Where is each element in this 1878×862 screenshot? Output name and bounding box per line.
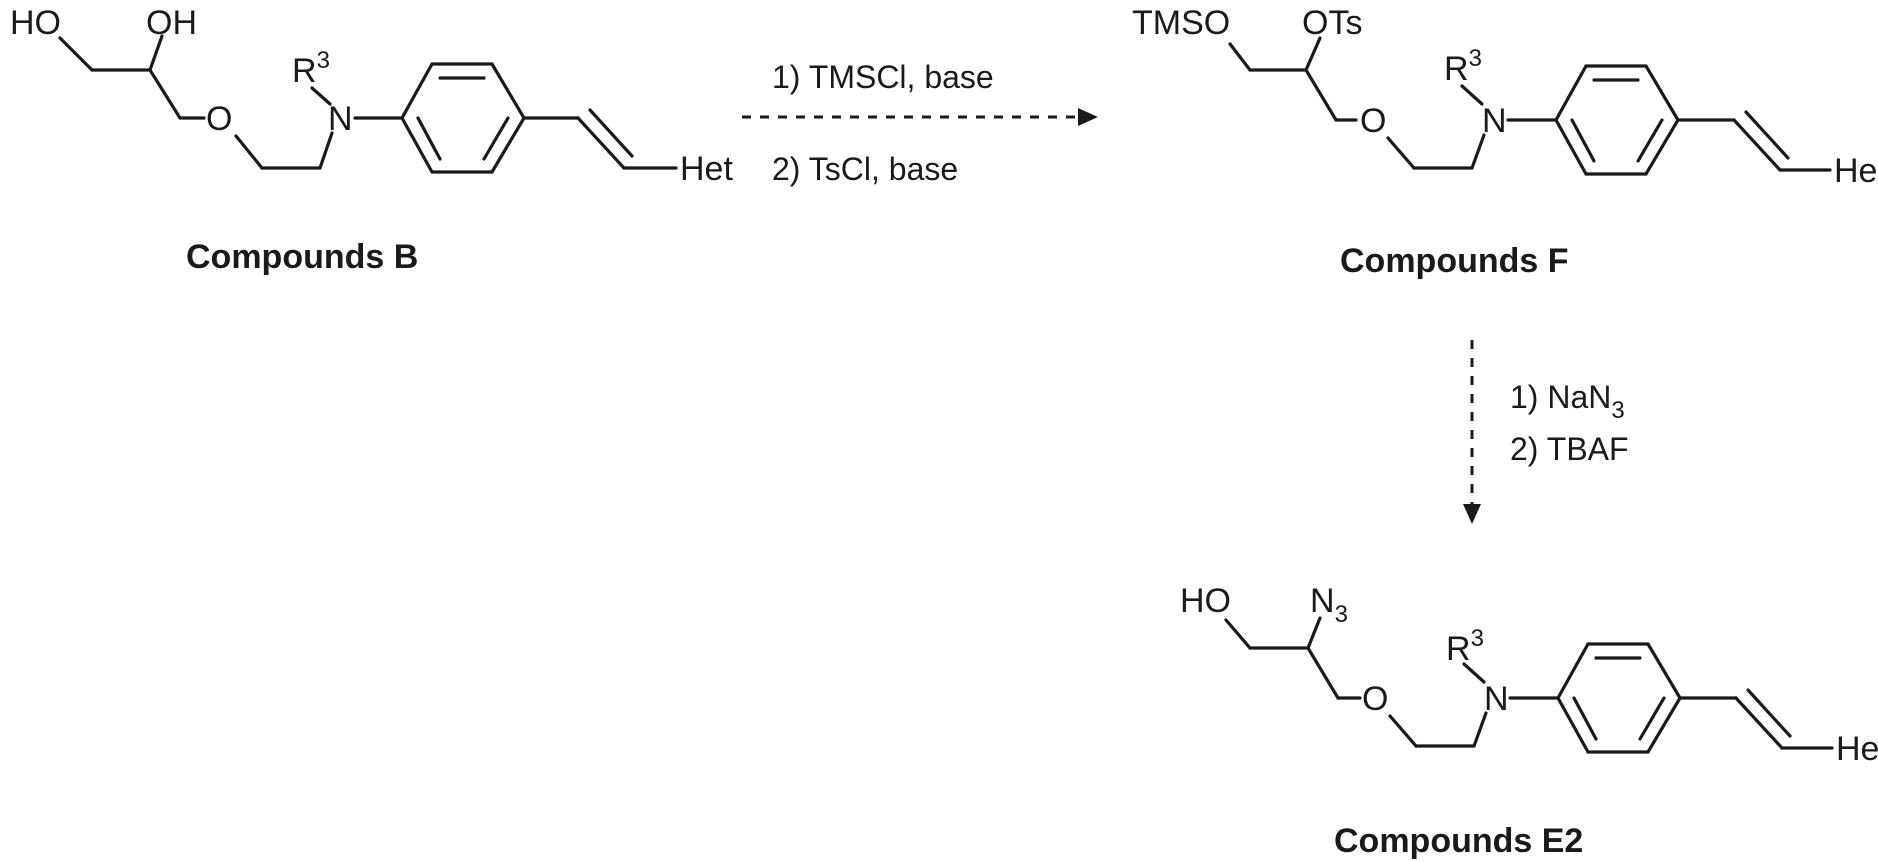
step-1-condition-2: 2) TsCl, base — [772, 151, 958, 187]
compound-e2-amine-n: N — [1484, 680, 1509, 718]
compound-e2-r3-label: R3 — [1446, 625, 1484, 668]
compound-b-oh-label: OH — [146, 4, 197, 42]
compound-b-ho-label: HO — [10, 4, 61, 42]
compound-e2-n3-label: N3 — [1310, 582, 1348, 628]
compound-e2-ether-o: O — [1362, 680, 1388, 718]
compound-e2-caption: Compounds E2 — [1334, 822, 1583, 860]
compound-f-ether-o: O — [1360, 102, 1386, 140]
compound-f-amine-n: N — [1482, 102, 1507, 140]
compound-b-caption: Compounds B — [186, 238, 418, 276]
compound-b-bonds — [60, 36, 676, 172]
compound-f-ots-label: OTs — [1302, 4, 1362, 42]
compound-e2-ho-label: HO — [1180, 582, 1231, 620]
compound-b-amine-n: N — [328, 100, 353, 138]
compound-f-structure: TMSO OTs O N R3 Het Compounds F — [1132, 4, 1878, 280]
step-2-condition-1: 1) NaN3 — [1510, 379, 1625, 424]
compound-e2-bonds — [1226, 618, 1832, 752]
step-2-arrow — [1463, 340, 1481, 524]
compound-f-bonds — [1230, 38, 1830, 174]
compound-f-caption: Compounds F — [1340, 242, 1569, 280]
compound-f-tmso-label: TMSO — [1132, 4, 1230, 42]
compound-f-het-label: Het — [1834, 152, 1878, 190]
step-2-condition-2: 2) TBAF — [1510, 431, 1629, 467]
compound-e2-structure: HO N3 O N R3 Het Compounds E2 — [1180, 582, 1878, 860]
step-1-condition-1: 1) TMSCl, base — [772, 59, 994, 95]
compound-b-het-label: Het — [680, 150, 733, 188]
compound-b-r3-label: R3 — [292, 47, 330, 90]
compound-b-ether-o: O — [206, 100, 232, 138]
compound-e2-het-label: Het — [1836, 730, 1878, 768]
step-1-arrow — [742, 108, 1098, 126]
compound-b-structure: HO OH O N R3 Het Compounds B — [10, 4, 733, 276]
compound-f-r3-label: R3 — [1444, 45, 1482, 88]
